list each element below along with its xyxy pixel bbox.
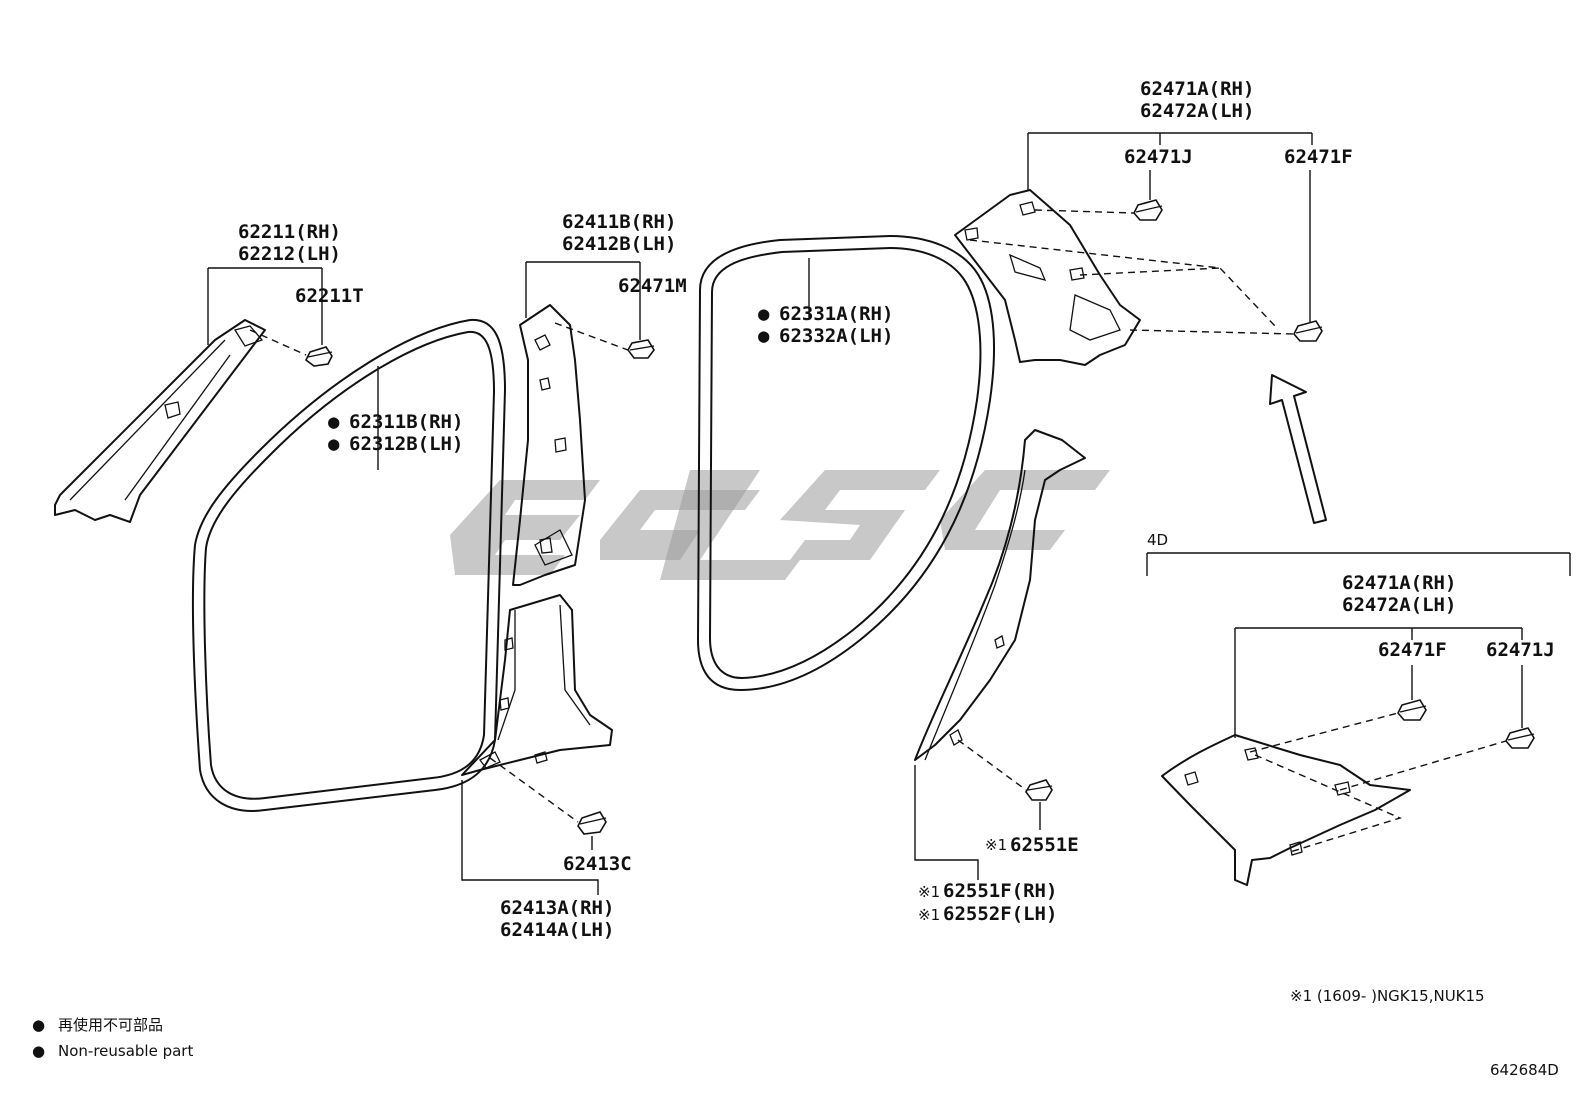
svg-text:62471A(RH): 62471A(RH) (1140, 78, 1254, 100)
clip-62471m (627, 339, 655, 359)
svg-text:62211(RH): 62211(RH) (238, 221, 341, 243)
svg-text:62414A(LH): 62414A(LH) (500, 919, 614, 941)
label-62471f-top: 62471F (1284, 146, 1353, 168)
svg-text:62413A(RH): 62413A(RH) (500, 897, 614, 919)
svg-text:62472A(LH): 62472A(LH) (1140, 100, 1254, 122)
label-62413c: 62413C (563, 853, 632, 875)
diagram-id: 642684D (1490, 1061, 1559, 1079)
svg-text:62332A(LH): 62332A(LH) (779, 325, 893, 347)
label-62471j-top: 62471J (1124, 146, 1193, 168)
quarter-trim-4d (1161, 734, 1411, 886)
label-62471a-top: 62471A(RH) 62472A(LH) (1140, 78, 1254, 122)
legend: ● 再使用不可部品 ● Non-reusable part (32, 1016, 193, 1060)
svg-text:●: ● (32, 1016, 45, 1034)
label-62471m: 62471M (618, 275, 687, 297)
svg-text:●: ● (758, 303, 770, 325)
label-62411b: 62411B(RH) 62412B(LH) (562, 211, 676, 255)
label-62311b: ● 62311B(RH) ● 62312B(LH) (328, 411, 463, 455)
clip-62471f-4d (1397, 699, 1427, 721)
svg-text:62212(LH): 62212(LH) (238, 243, 341, 265)
svg-text:62331A(RH): 62331A(RH) (779, 303, 893, 325)
label-62413a: 62413A(RH) 62414A(LH) (500, 897, 614, 941)
clip-62471j-top (1133, 199, 1163, 221)
svg-text:62551E: 62551E (1010, 834, 1079, 856)
clip-62471j-4d (1505, 727, 1535, 749)
label-62211: 62211(RH) 62212(LH) (238, 221, 341, 265)
label-62551f: ※1 62551F(RH) ※1 62552F(LH) (918, 880, 1057, 925)
legend-en: Non-reusable part (58, 1042, 193, 1060)
a-pillar-garnish (54, 319, 266, 523)
svg-text:62412B(LH): 62412B(LH) (562, 233, 676, 255)
clip-62471f-top (1293, 320, 1323, 342)
watermark (450, 470, 1110, 580)
label-62331a: ● 62331A(RH) ● 62332A(LH) (758, 303, 893, 347)
svg-text:※1: ※1 (918, 883, 940, 901)
svg-text:●: ● (758, 325, 770, 347)
svg-text:●: ● (328, 433, 340, 455)
svg-text:●: ● (32, 1042, 45, 1060)
label-62211t: 62211T (295, 285, 364, 307)
clip-62413c (577, 811, 607, 835)
svg-text:62472A(LH): 62472A(LH) (1342, 594, 1456, 616)
rear-door-weatherstrip (697, 235, 995, 691)
quarter-trim-upper (954, 189, 1141, 366)
center-pillar-upper (512, 304, 586, 586)
clip-62551e (1025, 779, 1053, 801)
direction-arrow (1269, 374, 1327, 524)
svg-text:●: ● (328, 411, 340, 433)
legend-jp: 再使用不可部品 (58, 1016, 163, 1034)
svg-text:62551F(RH): 62551F(RH) (943, 880, 1057, 902)
svg-text:62411B(RH): 62411B(RH) (562, 211, 676, 233)
label-62551e: ※1 62551E (985, 834, 1079, 856)
svg-text:※1: ※1 (918, 906, 940, 924)
label-62471j-4d: 62471J (1486, 639, 1555, 661)
clip-62211t (304, 346, 333, 367)
label-62471a-4d: 62471A(RH) 62472A(LH) (1342, 572, 1456, 616)
rear-pillar-lower (914, 429, 1086, 761)
svg-text:62471A(RH): 62471A(RH) (1342, 572, 1456, 594)
center-pillar-lower (461, 594, 613, 776)
svg-text:62311B(RH): 62311B(RH) (349, 411, 463, 433)
footnote-note1: ※1 (1609- )NGK15,NUK15 (1290, 987, 1485, 1005)
front-door-weatherstrip (191, 318, 506, 812)
svg-text:62312B(LH): 62312B(LH) (349, 433, 463, 455)
svg-text:※1: ※1 (985, 836, 1007, 854)
label-group-4d: 4D (1147, 531, 1168, 549)
label-62471f-4d: 62471F (1378, 639, 1447, 661)
svg-text:62552F(LH): 62552F(LH) (943, 903, 1057, 925)
